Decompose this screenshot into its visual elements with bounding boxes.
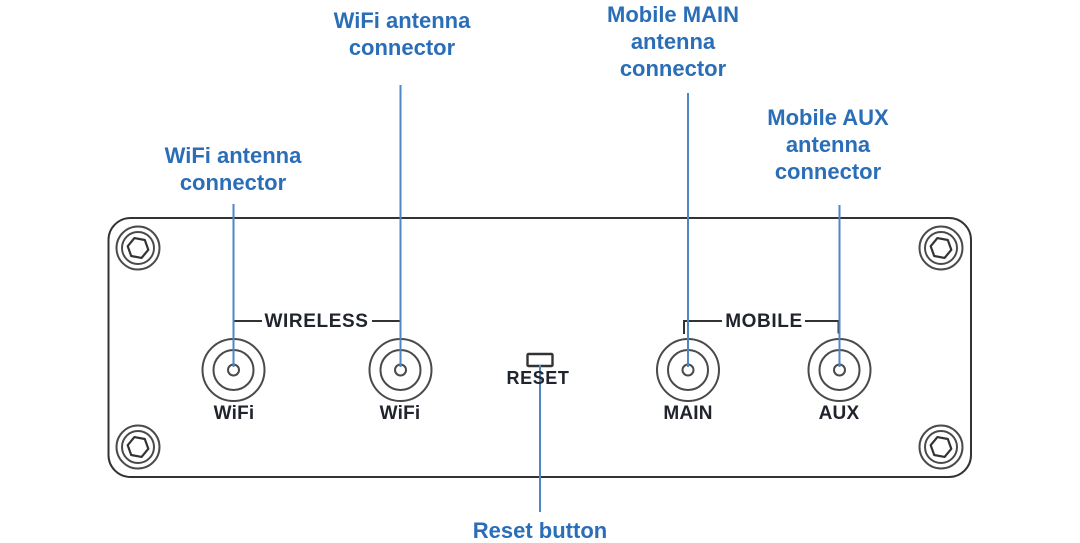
hex-screw-icon xyxy=(918,225,964,271)
port-label-wifi-2: WiFi xyxy=(379,403,421,424)
callout-wifi-antenna-connector-right: WiFi antenna connector xyxy=(333,8,471,60)
hex-screw-icon xyxy=(918,424,964,470)
reset-silkscreen-label: RESET xyxy=(506,368,570,388)
wireless-group-label: WIRELESS xyxy=(264,311,369,332)
callout-mobile-aux-antenna-connector: Mobile AUX antenna connector xyxy=(767,105,889,184)
hex-screw-icon xyxy=(115,424,161,470)
port-label-aux: AUX xyxy=(818,403,860,424)
hex-screw-icon xyxy=(115,225,161,271)
mobile-group-label: MOBILE xyxy=(725,311,803,332)
callout-reset-button: Reset button xyxy=(472,518,608,543)
callout-wifi-antenna-connector-left: WiFi antenna connector xyxy=(164,143,302,195)
port-label-main: MAIN xyxy=(663,403,713,424)
port-label-wifi-1: WiFi xyxy=(213,403,255,424)
callout-mobile-main-antenna-connector: Mobile MAIN antenna connector xyxy=(607,2,739,81)
reset-hole-icon xyxy=(526,352,554,368)
